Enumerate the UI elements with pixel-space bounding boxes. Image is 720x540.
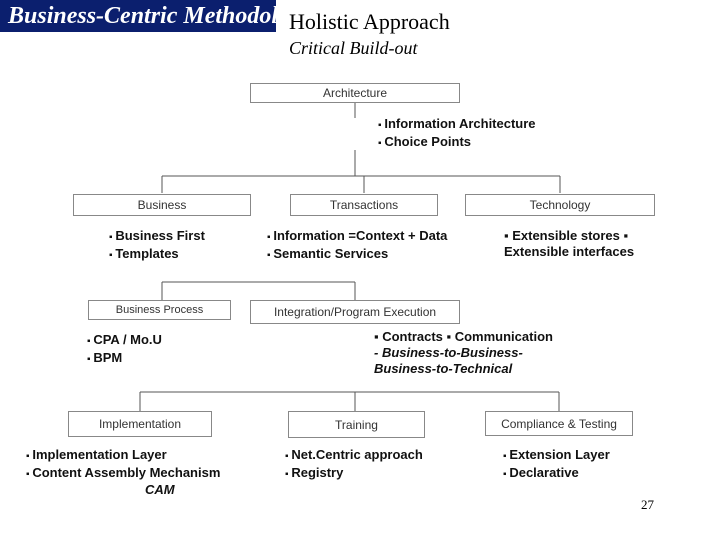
list-item: Extension Layer — [503, 447, 609, 465]
architecture-label: Architecture — [322, 86, 388, 100]
business-process-label: Business Process — [115, 304, 204, 316]
architecture-list: Information Architecture Choice Points — [378, 116, 536, 152]
slide-subtitle: Critical Build-out — [289, 38, 418, 58]
list-item: Choice Points — [378, 134, 536, 152]
integration-label: Integration/Program Execution — [273, 305, 437, 319]
page-number: 27 — [641, 497, 654, 512]
integration-box: Integration/Program Execution — [250, 300, 460, 324]
training-box: Training — [288, 411, 425, 438]
integration-line-3: Business-to-Technical — [374, 361, 513, 376]
technology-line-1: ▪ Extensible stores ▪ — [504, 228, 629, 243]
training-label: Training — [335, 417, 378, 432]
implementation-label: Implementation — [98, 417, 182, 431]
list-item: Declarative — [503, 465, 610, 483]
architecture-box: Architecture — [250, 83, 460, 103]
list-item: Registry — [285, 465, 423, 483]
integration-line-2: - Business-to-Business- — [374, 345, 523, 360]
list-item: Content Assembly Mechanism — [26, 465, 220, 483]
integration-list: ▪ Contracts ▪ Communication - Business-t… — [374, 329, 553, 377]
technology-box: Technology — [465, 194, 655, 216]
training-list: Net.Centric approach Registry — [285, 447, 423, 483]
list-item: Information =Context + Data — [267, 228, 447, 246]
business-list: Business First Templates — [109, 228, 205, 264]
technology-label: Technology — [529, 198, 591, 212]
transactions-label: Transactions — [329, 198, 399, 212]
compliance-box: Compliance & Testing — [485, 411, 633, 436]
list-item: CPA / Mo.U — [87, 332, 162, 350]
list-item: Information Architecture — [378, 116, 535, 134]
list-item: Business First — [109, 228, 205, 246]
business-label: Business — [137, 198, 187, 212]
list-item: Implementation Layer — [26, 447, 220, 465]
technology-line-2: Extensible interfaces — [504, 244, 635, 259]
business-process-box: Business Process — [88, 300, 231, 320]
transactions-list: Information =Context + Data Semantic Ser… — [267, 228, 447, 264]
implementation-box: Implementation — [68, 411, 212, 437]
implementation-extra: CAM — [145, 482, 175, 497]
transactions-box: Transactions — [290, 194, 438, 216]
list-item: BPM — [87, 350, 162, 368]
logo: Business-Centric Methodology — [0, 0, 313, 32]
business-process-list: CPA / Mo.U BPM — [87, 332, 162, 368]
list-item: Semantic Services — [267, 246, 447, 264]
integration-line-1: ▪ Contracts ▪ Communication — [374, 329, 553, 344]
business-box: Business — [73, 194, 251, 216]
slide-title: Holistic Approach — [289, 9, 450, 34]
list-item: Templates — [109, 246, 205, 264]
compliance-label: Compliance & Testing — [501, 416, 617, 431]
list-item: Net.Centric approach — [285, 447, 422, 465]
technology-list: ▪ Extensible stores ▪ Extensible interfa… — [504, 228, 634, 260]
compliance-list: Extension Layer Declarative — [503, 447, 610, 483]
implementation-list: Implementation Layer Content Assembly Me… — [26, 447, 220, 483]
